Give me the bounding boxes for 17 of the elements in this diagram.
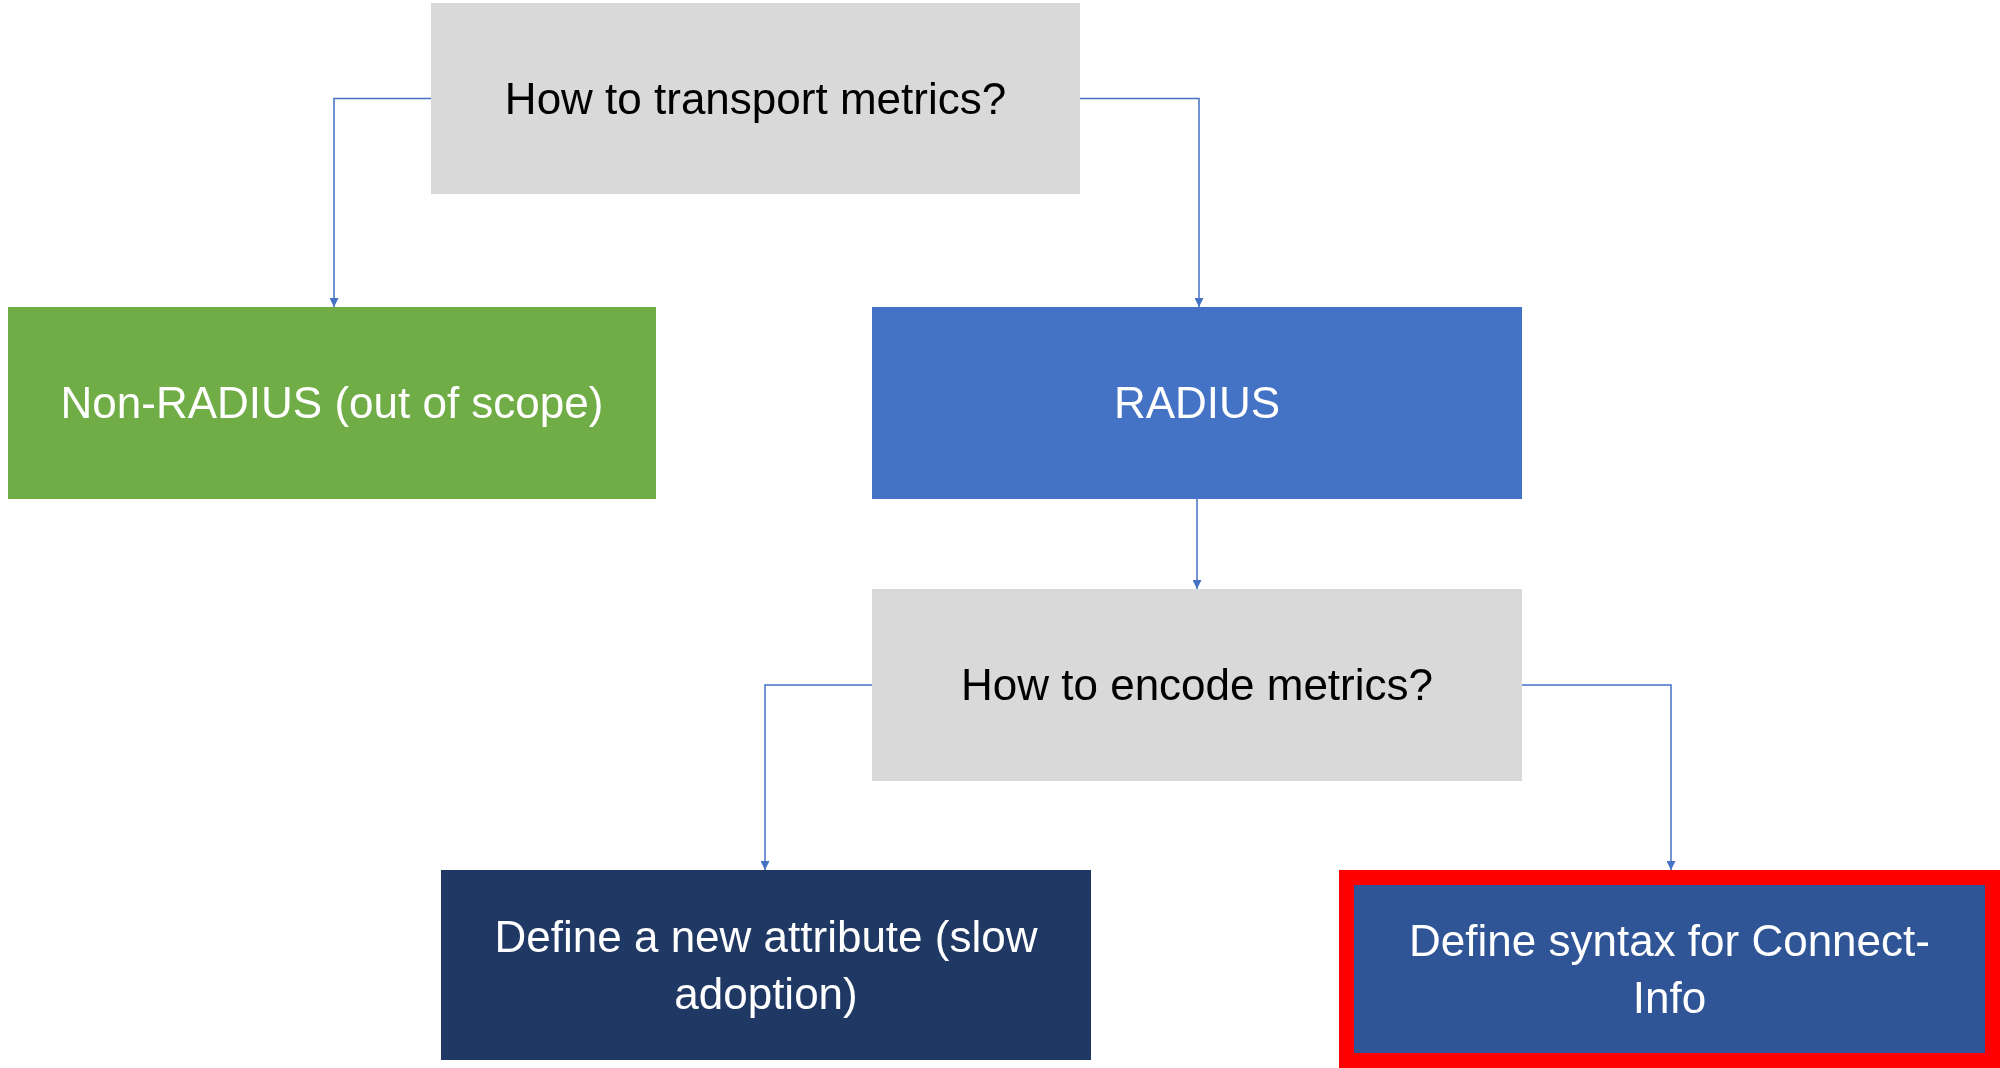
box-label: How to transport metrics? [503,72,1008,125]
question-box [872,589,1522,781]
arrow [760,684,873,871]
box-label: Define a new attribute (slow adoption) [493,910,1039,1020]
option-box [441,870,1091,1060]
arrow [329,97,432,308]
box-label: How to encode metrics? [960,659,1434,712]
box-label: RADIUS [1112,377,1282,430]
highlighted-option-box [1339,870,2000,1068]
arrow [1192,498,1202,590]
arrow [1521,684,1676,871]
box-label: Define syntax for Connect-Info [1408,914,1931,1024]
box-label: Non-RADIUS (out of scope) [59,377,605,430]
option-box [872,307,1522,499]
question-box [431,3,1080,194]
arrow [1079,97,1204,308]
option-box [8,307,656,499]
